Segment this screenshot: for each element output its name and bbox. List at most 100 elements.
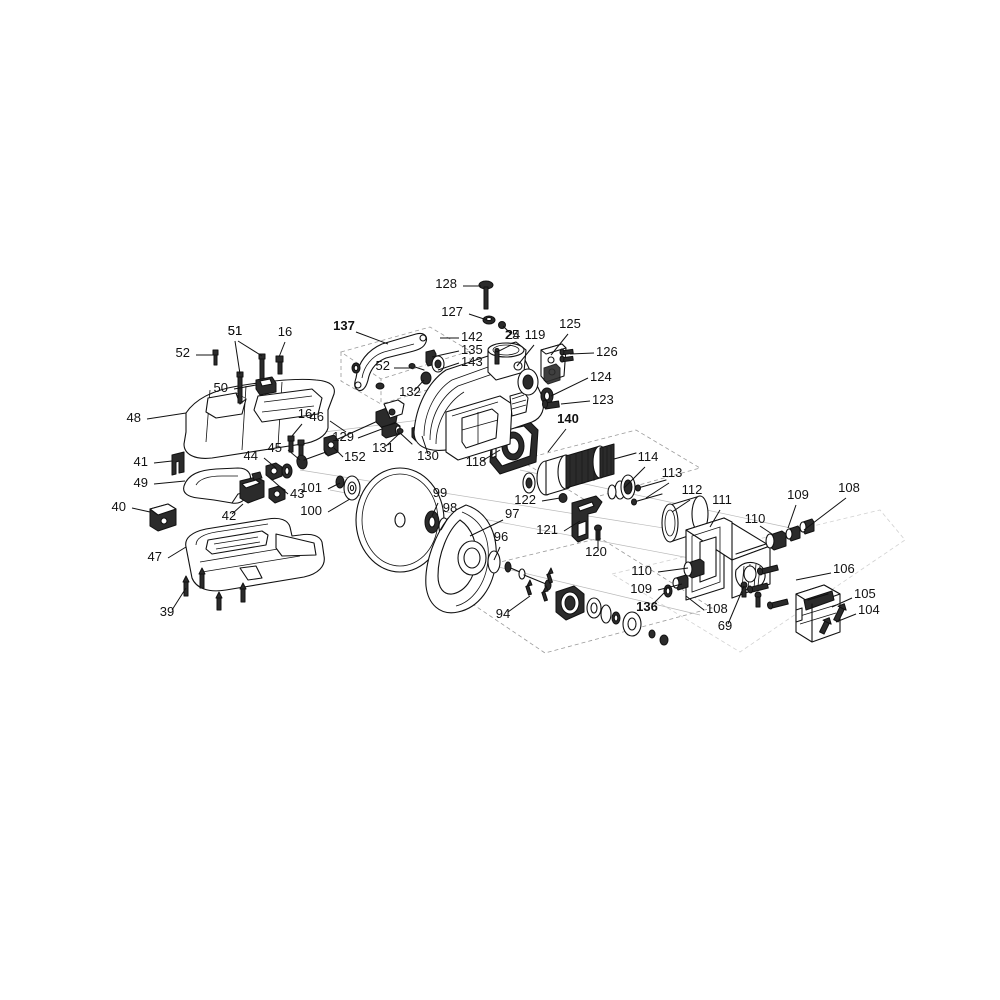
- leader-line-69: [727, 585, 745, 625]
- part-number-label-125: 125: [559, 316, 581, 331]
- part-number-label-45: 45: [268, 440, 282, 455]
- part-131-pin: [396, 428, 413, 445]
- part-number-label-24: 24: [506, 327, 520, 342]
- leader-line-123: [560, 400, 591, 405]
- leader-line-118: [481, 449, 501, 462]
- part-number-label-128: 128: [435, 276, 457, 291]
- leader-line-105: [831, 597, 853, 608]
- part-number-label-98: 98: [443, 500, 457, 515]
- leader-line-121: [563, 520, 581, 532]
- leader-line-47: [167, 546, 187, 559]
- part-number-label-111: 111: [712, 492, 732, 507]
- leader-line-100: [327, 498, 351, 513]
- leader-line-110: [759, 525, 773, 535]
- leader-line-131: [385, 432, 401, 447]
- leader-line-16: [291, 423, 303, 437]
- leader-line-109: [657, 583, 683, 591]
- leader-line-136: [651, 592, 665, 606]
- part-number-label-39: 39: [160, 604, 174, 619]
- part-number-label-108: 108: [706, 601, 728, 616]
- leader-line-125: [550, 333, 569, 356]
- leader-line-45: [287, 449, 301, 461]
- part-number-label-52: 52: [376, 358, 390, 373]
- part-number-label-143: 143: [461, 354, 483, 369]
- part-44-bushing: [281, 463, 293, 479]
- part-number-label-118: 118: [466, 454, 487, 469]
- part-number-label-113: 113: [662, 465, 683, 480]
- leader-line-129: [357, 428, 383, 439]
- part-number-label-108: 108: [838, 480, 860, 495]
- part-114-bearing: [607, 474, 636, 500]
- part-number-label-140: 140: [557, 411, 579, 426]
- part-number-label-110: 110: [631, 563, 652, 578]
- part-number-label-47: 47: [148, 549, 162, 564]
- part-number-label-41: 41: [134, 454, 148, 469]
- part-16-screw-a: [275, 355, 284, 375]
- part-126-screws: [559, 348, 574, 363]
- part-39-screws: [182, 567, 247, 611]
- part-number-label-121: 121: [536, 522, 558, 537]
- part-69-screws: [740, 581, 762, 608]
- leader-line-127: [468, 313, 488, 321]
- leader-line-143: [437, 362, 460, 371]
- part-number-label-51: 51: [228, 323, 242, 338]
- leader-line-130: [421, 435, 429, 455]
- part-number-label-96: 96: [494, 529, 508, 544]
- leader-line-46: [329, 420, 347, 433]
- part-number-label-40: 40: [112, 499, 126, 514]
- part-94-shaft-group: [504, 561, 554, 602]
- part-51-bolt-b: [258, 353, 266, 382]
- part-number-label-48: 48: [127, 410, 141, 425]
- leader-line-152: [333, 447, 344, 458]
- part-number-label-152: 152: [344, 449, 366, 464]
- part-number-label-52: 52: [176, 345, 190, 360]
- leader-line-126: [569, 352, 595, 355]
- part-128-bolt: [478, 280, 494, 310]
- part-number-label-109: 109: [787, 487, 809, 502]
- part-number-label-97: 97: [505, 506, 519, 521]
- part-43-knobs: [265, 462, 286, 504]
- leader-line-16: [278, 341, 286, 358]
- leader-line-97: [469, 519, 504, 537]
- part-106-screws: [746, 564, 789, 610]
- part-number-label-100: 100: [300, 503, 322, 518]
- part-number-label-130: 130: [417, 448, 439, 463]
- part-113-brush-springs: [631, 479, 667, 506]
- part-105-terminal-block: [795, 584, 841, 643]
- part-97-blade-guard: [425, 504, 497, 614]
- leader-line-24: [496, 344, 512, 353]
- part-number-label-42: 42: [222, 508, 236, 523]
- part-121-brush-holder: [571, 495, 603, 543]
- part-16-screw-b: [287, 435, 295, 453]
- leader-line-110: [657, 567, 689, 573]
- leader-line-98: [440, 517, 449, 531]
- part-number-label-49: 49: [134, 475, 148, 490]
- part-50-clip: [255, 376, 277, 396]
- leader-line-140: [547, 428, 567, 453]
- part-number-label-51b: 51: [228, 323, 242, 338]
- leader-line-137: [355, 331, 389, 345]
- part-number-label-142: 142: [461, 329, 483, 344]
- part-number-label-131: 131: [372, 440, 394, 455]
- leader-line-94: [507, 595, 531, 613]
- part-42-switch: [239, 471, 265, 504]
- part-48-saw-shoe: [183, 378, 335, 459]
- part-140-armature: [522, 443, 637, 496]
- leader-line-41: [153, 460, 173, 464]
- part-96-washer: [487, 550, 501, 574]
- leader-line-111: [709, 509, 721, 528]
- part-41-bracket: [171, 451, 185, 476]
- part-122-pin: [558, 493, 568, 503]
- part-142-lever: [354, 332, 428, 392]
- leader-line-42: [231, 503, 244, 515]
- part-number-label-114: 114: [638, 449, 659, 464]
- part-104-screws: [819, 603, 847, 635]
- part-number-label-120: 120: [585, 544, 607, 559]
- leader-line-48: [146, 412, 187, 420]
- part-number-label-112: 112: [682, 482, 703, 497]
- part-number-label-25: 25: [505, 327, 519, 342]
- part-number-label-124: 124: [590, 369, 612, 384]
- part-number-label-16: 16: [298, 406, 312, 421]
